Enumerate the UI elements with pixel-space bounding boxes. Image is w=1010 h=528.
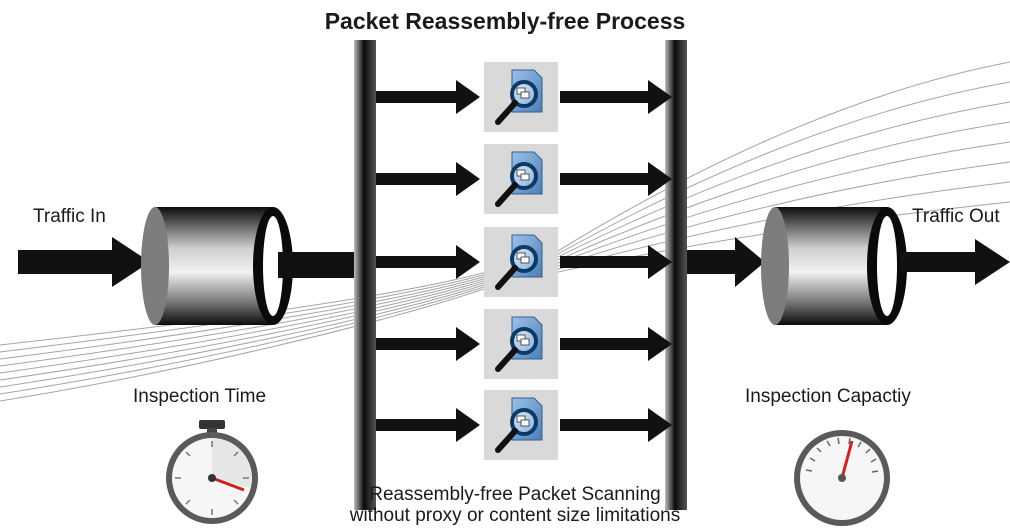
speedometer-icon (794, 430, 890, 526)
output-connector-arrow (687, 237, 765, 287)
packet-scanner-2 (484, 144, 558, 214)
outbound-arrows (560, 80, 672, 442)
left-guide-lines (0, 271, 488, 402)
input-cylinder-icon (141, 207, 293, 325)
output-cylinder-icon (761, 207, 907, 325)
diagram-caption: Reassembly-free Packet Scanning without … (290, 484, 740, 526)
packet-scanner-1 (484, 62, 558, 132)
stopwatch-icon (166, 420, 258, 524)
traffic-in-label: Traffic In (33, 206, 106, 227)
traffic-out-label: Traffic Out (912, 206, 1000, 227)
packet-scanner-3 (484, 227, 558, 297)
inbound-arrows (376, 80, 480, 442)
left-distribution-bar (354, 40, 376, 510)
traffic-out-arrow (900, 239, 1010, 285)
packet-scanner-4 (484, 309, 558, 379)
input-connector (278, 252, 360, 278)
caption-line-2: without proxy or content size limitation… (349, 505, 681, 526)
traffic-in-arrow (18, 237, 150, 287)
caption-line-1: Reassembly-free Packet Scanning (369, 484, 661, 505)
right-collection-bar (665, 40, 687, 510)
packet-scanner-5 (484, 390, 558, 460)
diagram-title: Packet Reassembly-free Process (324, 8, 686, 34)
inspection-time-label: Inspection Time (133, 386, 267, 407)
inspection-capacity-label: Inspection Capactiy (745, 386, 911, 407)
